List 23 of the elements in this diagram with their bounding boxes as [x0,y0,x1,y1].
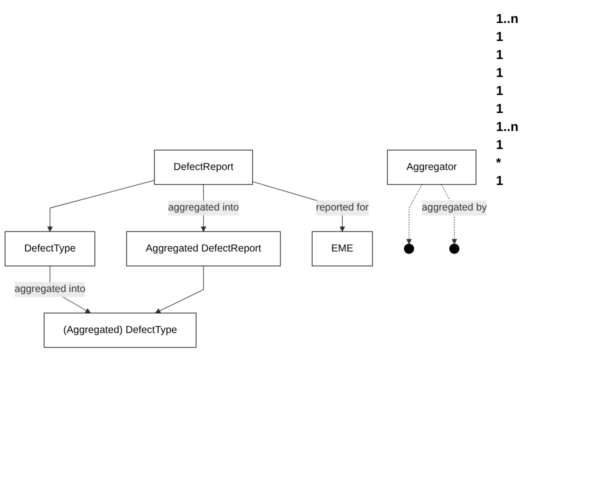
node-box: Aggregator [387,150,476,186]
arrow [47,180,155,232]
edge-label: aggregated into [168,202,239,214]
multiplicity-label: 1 [496,83,504,98]
multiplicity-label: * [496,155,502,170]
edge-label: aggregated by [422,202,487,214]
edge-label: aggregated into [14,284,86,295]
node-box: (Aggregated) DefectType [44,312,196,348]
multiplicity-label: 1 [496,29,504,44]
multiplicity-label: 1 [496,173,504,188]
multiplicity-label: 1..n [496,11,520,26]
arrow [155,266,204,314]
node-box: EME [312,231,373,266]
edge-label: reported for [316,202,369,214]
multiplicity-label: 1 [496,137,504,152]
multiplicity-label: 1..n [496,119,520,134]
node-box: DefectType [4,231,96,266]
arrow [406,184,422,244]
node-box: DefectReport [154,150,253,186]
multiplicity-label: 1 [496,101,504,116]
node-box: Aggregated DefectReport [126,231,281,266]
multiplicity-label: 1 [496,47,504,62]
multiplicity-label: 1 [496,65,504,80]
